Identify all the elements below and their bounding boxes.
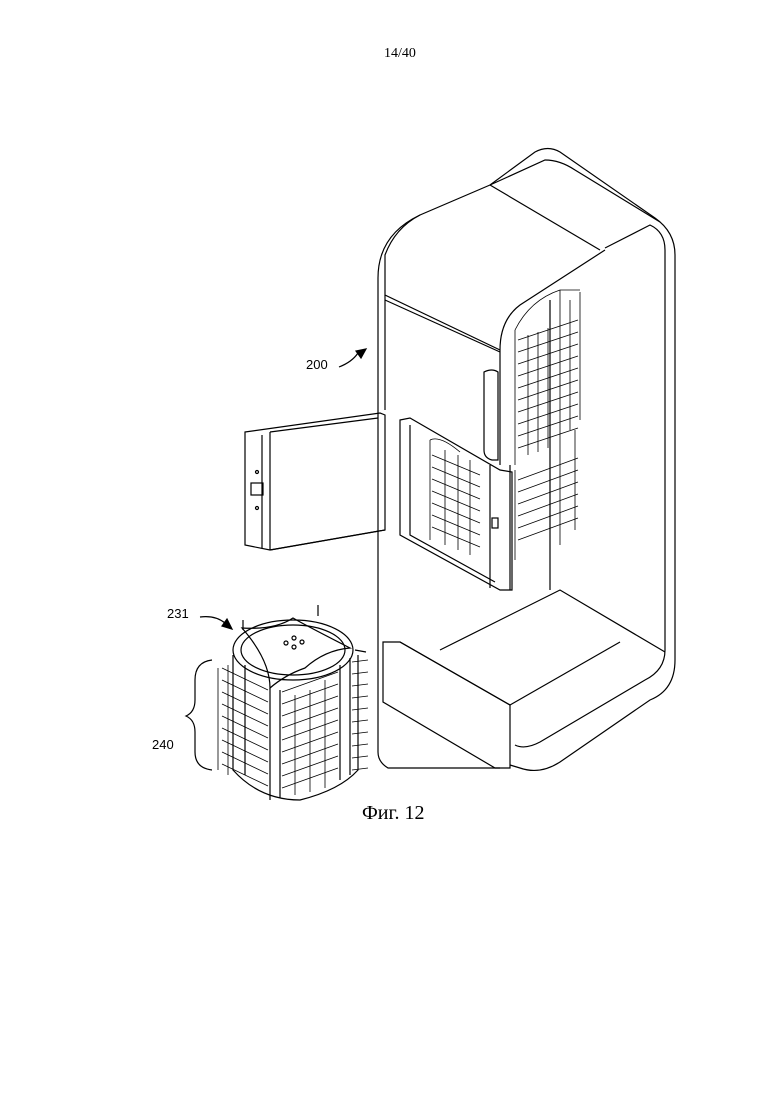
arrowhead-231	[222, 619, 232, 629]
figure-caption: Фиг. 12	[362, 802, 424, 825]
detached-carousel	[218, 605, 368, 800]
leader-200	[339, 349, 366, 367]
leader-231	[200, 617, 232, 629]
cabinet-unit	[378, 149, 675, 771]
cabinet-back-frame-inner	[515, 225, 665, 747]
inner-rack-rows-upper	[518, 320, 578, 455]
cabinet-front-panel	[378, 278, 500, 768]
inner-rack-rows-lower	[432, 450, 578, 555]
open-door	[245, 413, 385, 550]
reference-label-240: 240	[152, 737, 174, 752]
cabinet-top-housing	[378, 160, 660, 278]
reference-label-200: 200	[306, 357, 328, 372]
arrowhead-200	[356, 349, 366, 358]
brace-240	[186, 660, 212, 770]
cabinet-base	[383, 642, 510, 768]
bracket-240	[186, 660, 212, 770]
door-latch	[251, 483, 263, 495]
inner-carousel-upper	[515, 290, 580, 465]
door-panel	[245, 413, 385, 550]
cabinet-back-frame	[490, 149, 675, 771]
door-frame	[400, 418, 512, 590]
reference-label-231: 231	[167, 606, 189, 621]
door-handle	[484, 370, 498, 460]
carousel-top-ring	[233, 620, 353, 680]
inner-carousel-lower	[430, 430, 578, 560]
